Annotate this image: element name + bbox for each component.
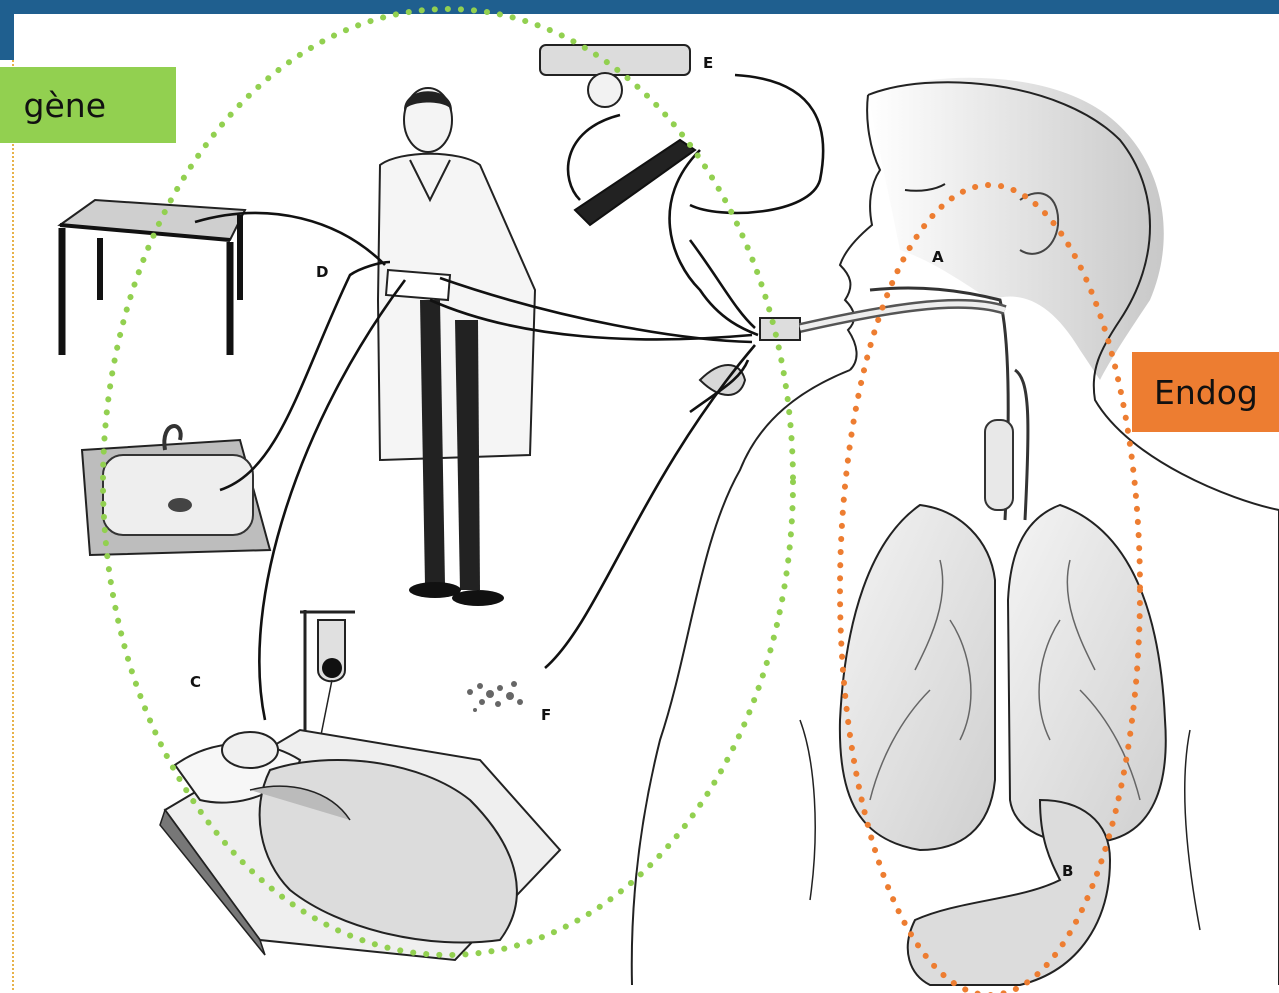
table-drawing [60, 200, 245, 355]
marker-b: B [1062, 862, 1073, 880]
physician-figure [378, 88, 535, 606]
iv-pole-drawing [300, 610, 355, 740]
exogenous-label-text: gène [24, 86, 106, 125]
marker-e: E [703, 54, 713, 72]
marker-c: C [190, 673, 201, 691]
endogenous-label-text: Endog [1154, 373, 1258, 412]
exogenous-label: gène [0, 67, 176, 143]
sink-drawing [82, 426, 270, 555]
ventilator-circuit [540, 45, 745, 395]
marker-d: D [316, 263, 328, 281]
endotracheal-tube [760, 304, 1013, 510]
marker-f: F [541, 706, 551, 724]
germs-cluster [467, 681, 523, 712]
marker-a: A [932, 248, 944, 266]
bed-patient-drawing [160, 730, 560, 960]
endogenous-label: Endog [1132, 352, 1279, 432]
